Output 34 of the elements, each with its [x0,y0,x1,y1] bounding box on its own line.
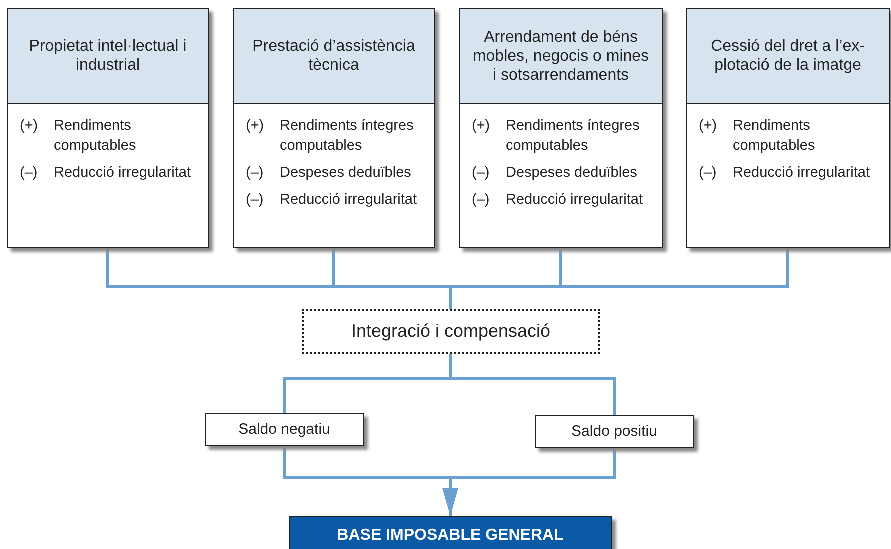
item-text: Reducció irregularitat [733,164,872,183]
sign-label: (–) [699,164,718,183]
category-box [233,8,435,248]
box-header: Propietat intel·lectual i industrial [8,9,208,104]
connector-line [450,248,790,309]
item-text: Despeses deduïbles [506,164,638,183]
result-box: BASE IMPOSABLE GENERAL [289,516,612,549]
sign-label: (–) [246,191,265,210]
category-box [7,8,209,248]
item-text: Rendiments íntegres computables [506,117,641,156]
arrow [442,448,616,516]
sign-label: (–) [472,191,491,210]
sign-label: (+) [20,117,40,136]
sign-label: (+) [699,117,718,136]
item-text: Rendiments computables [54,117,138,156]
box-header: Cessió del dret a l’ex-plotació de la imatge [687,9,889,104]
box-header: Prestació d’assistència tècnica [234,9,434,104]
sign-label: (–) [20,164,39,183]
sign-label: (–) [246,164,265,183]
process-box: Integració i compensació [302,309,600,354]
category-box [686,8,890,248]
sign-label: (+) [472,117,492,136]
item-text: Reducció irregularitat [54,164,192,183]
item-text: Reducció irregularitat [506,191,644,210]
sign-label: (+) [246,117,266,136]
item-text: Rendiments íntegres computables [280,117,415,156]
item-text: Reducció irregularitat [280,191,418,210]
item-text: Rendiments computables [733,117,816,156]
box-header: Arrendament de béns mobles, negocis o mines i sotsarrendaments [460,9,662,104]
result-box: Saldo positiu [535,415,694,448]
category-box [459,8,663,248]
item-text: Despeses deduïbles [280,164,412,183]
result-box: Saldo negatiu [205,413,364,446]
sign-label: (–) [472,164,491,183]
